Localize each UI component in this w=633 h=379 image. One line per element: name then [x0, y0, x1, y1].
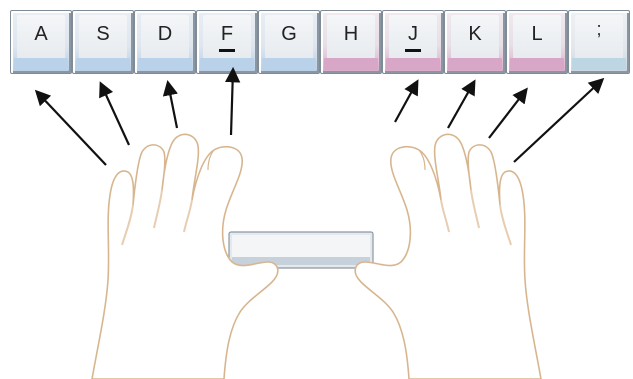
arrow-icons	[37, 70, 602, 165]
arrow-icon	[101, 84, 129, 145]
arrow-icon	[448, 82, 474, 128]
right-hand-icon	[355, 134, 541, 379]
key-label: J	[408, 23, 418, 45]
arrow-icon	[231, 70, 233, 135]
key-label: D	[158, 23, 172, 45]
arrow-icon	[489, 90, 526, 138]
home-key-bump	[405, 49, 421, 52]
key-label: K	[468, 23, 481, 45]
key-label: L	[531, 23, 542, 45]
key-label: A	[34, 23, 47, 45]
spacebar-icon	[229, 232, 373, 268]
key-label: ;	[596, 23, 601, 35]
home-key-bump	[219, 49, 235, 52]
arrow-icon	[514, 80, 602, 162]
key-label: G	[281, 23, 297, 45]
key-label: H	[344, 23, 358, 45]
arrow-icon	[37, 92, 106, 165]
arrow-icon	[395, 82, 417, 122]
key-label: F	[221, 23, 233, 45]
key-label: S	[96, 23, 109, 45]
arrow-icon	[168, 83, 177, 128]
